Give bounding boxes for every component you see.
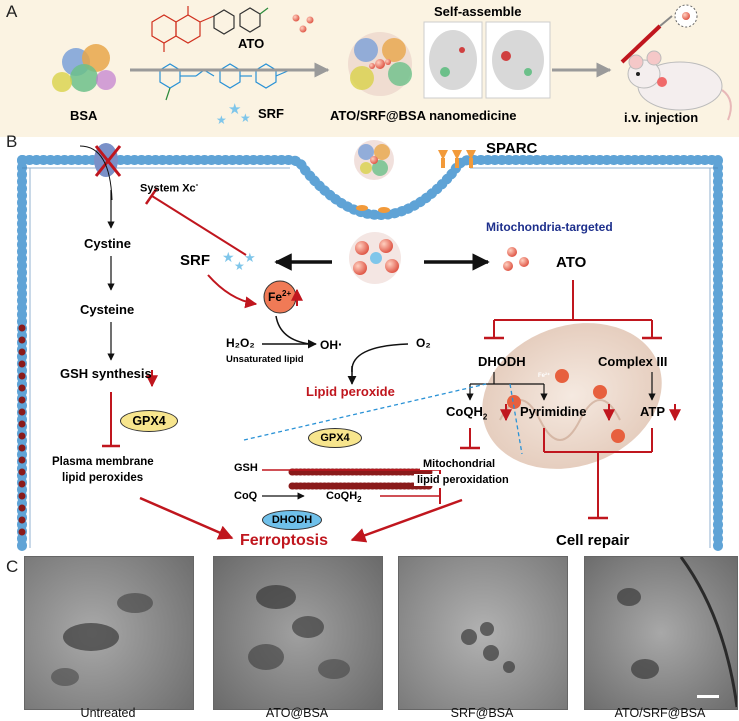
syringe-graphic xyxy=(620,4,698,64)
panel-a-letter: A xyxy=(6,2,18,21)
svg-text:★: ★ xyxy=(234,259,245,273)
cell-membrane-top xyxy=(17,155,723,220)
mito-peroxidation-line2: lipid peroxidation xyxy=(414,474,512,486)
arrow-plasma-to-ferroptosis xyxy=(139,496,234,540)
ato-dot xyxy=(292,14,300,22)
gsh-synthesis-label: GSH synthesis xyxy=(60,366,152,381)
injection-label: i.v. injection xyxy=(624,110,699,125)
dhodh-label: DHODH xyxy=(478,354,526,369)
panel-c-letter: C xyxy=(6,557,19,576)
em-image-srf-bsa xyxy=(398,556,568,710)
gpx4-badge-left: GPX4 xyxy=(120,410,178,432)
svg-text:★: ★ xyxy=(244,250,256,265)
cysteine-label: Cysteine xyxy=(80,302,135,317)
coqh2-label: CoQH2 xyxy=(446,404,488,422)
self-assemble-label: Self-assemble xyxy=(434,4,522,19)
nanomedicine-label: ATO/SRF@BSA nanomedicine xyxy=(330,108,517,123)
gsh-label: GSH xyxy=(234,462,258,474)
fe-label: Fe2+ xyxy=(268,289,292,304)
sparc-label: SPARC xyxy=(486,140,538,157)
bsa-label: BSA xyxy=(70,108,98,123)
central-nanoparticle xyxy=(349,232,401,284)
ato-center-label: ATO xyxy=(556,254,587,271)
fe-small-label: Fe²⁺ xyxy=(538,373,551,379)
o2-label: O₂ xyxy=(416,336,431,350)
srf-star: ★ xyxy=(228,101,241,118)
ato-label: ATO xyxy=(238,36,265,51)
srf-label: SRF xyxy=(258,106,284,121)
em-label-ato-bsa: ATO@BSA xyxy=(265,706,329,720)
lipid-peroxide-label: Lipid peroxide xyxy=(306,384,395,399)
plasma-peroxide-line2: lipid peroxides xyxy=(62,472,144,484)
em-image-untreated xyxy=(24,556,194,710)
h2o2-label: H₂O₂ xyxy=(226,336,255,350)
srf-center-label: SRF xyxy=(180,252,210,269)
unsaturated-lipid-label: Unsaturated lipid xyxy=(226,354,304,365)
em-label-untreated: Untreated xyxy=(80,706,136,720)
em-image-ato-bsa xyxy=(213,556,383,710)
ferroptosis-label: Ferroptosis xyxy=(240,532,329,549)
system-xc-label: System Xc- xyxy=(140,180,199,195)
svg-text:★: ★ xyxy=(222,249,235,265)
mitochondrion-graphic xyxy=(482,323,662,469)
ato-structure-graphic xyxy=(151,6,269,52)
coqh2-lower-label: CoQH2 xyxy=(326,490,362,505)
oxidized-lipids-left xyxy=(18,324,26,536)
bsa-protein-graphic xyxy=(52,44,116,92)
plasma-peroxide-line1: Plasma membrane xyxy=(52,456,154,468)
em-label-srf-bsa: SRF@BSA xyxy=(450,706,514,720)
sparc-in-pit xyxy=(356,205,390,213)
nanoparticle-in-pit xyxy=(354,140,394,180)
dhodh-badge-mid: DHODH xyxy=(262,510,322,530)
srf-star: ★ xyxy=(216,113,227,127)
mito-targeted-label: Mitochondria-targeted xyxy=(486,220,613,234)
nanomedicine-graphic xyxy=(348,32,412,96)
gpx4-badge-mid: GPX4 xyxy=(308,428,362,448)
ato-dot xyxy=(299,25,307,33)
mito-peroxidation-line1: Mitochondrial xyxy=(420,458,499,470)
coq-label: CoQ xyxy=(234,490,258,502)
atp-label: ATP xyxy=(640,404,666,419)
cystine-label: Cystine xyxy=(84,236,131,251)
panel-b-letter: B xyxy=(6,132,18,151)
srf-to-fe-arrow xyxy=(207,274,258,309)
em-image-ato-srf-bsa xyxy=(584,556,738,710)
srf-star: ★ xyxy=(240,111,251,125)
complex-iii-label: Complex III xyxy=(598,354,668,369)
pyrimidine-label: Pyrimidine xyxy=(520,404,587,419)
cell-repair-label: Cell repair xyxy=(556,532,630,549)
sparc-receptors xyxy=(438,150,476,168)
oh-label: OH· xyxy=(320,336,343,352)
arrow-mito-to-ferroptosis xyxy=(350,498,463,543)
mouse-graphic xyxy=(627,50,732,121)
mini-membrane-bilayer xyxy=(288,468,436,490)
system-xc-transporter xyxy=(94,143,122,177)
em-label-ato-srf-bsa: ATO/SRF@BSA xyxy=(614,706,706,720)
srf-inhibit-xc xyxy=(151,195,247,256)
ato-dot xyxy=(306,16,314,24)
